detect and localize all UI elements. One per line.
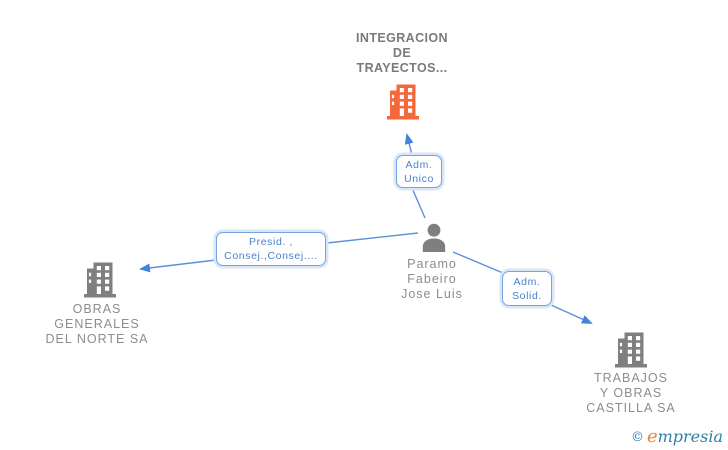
building-icon-trabajos-obras[interactable]	[614, 331, 648, 368]
edge-presid-box-to-left-company	[139, 259, 217, 273]
relationship-box-adm-solid: Adm. Solid.	[502, 271, 552, 306]
copyright-icon: ©	[630, 430, 644, 445]
edge-person-to-admsolid-box	[452, 251, 504, 274]
relationship-box-adm-unico: Adm. Unico	[396, 155, 442, 188]
edge-admsolid-box-to-right-company	[550, 304, 593, 324]
logo-text: mpresia	[657, 427, 723, 446]
edge-person-to-presid-box	[326, 232, 419, 244]
company-label-trabajos-obras[interactable]: TRABAJOS Y OBRAS CASTILLA SA	[586, 371, 676, 415]
company-label-obras-generales[interactable]: OBRAS GENERALES DEL NORTE SA	[45, 302, 149, 346]
company-label-integracion[interactable]: INTEGRACION DE TRAYECTOS...	[356, 31, 448, 75]
empresia-logo[interactable]: ©empresia	[631, 426, 723, 447]
building-icon-integracion[interactable]	[386, 83, 420, 120]
building-icon-obras-generales[interactable]	[83, 261, 117, 298]
edge-person-to-admunico-box	[411, 187, 426, 219]
person-icon-paramo-fabeiro[interactable]	[420, 223, 448, 252]
relationship-box-presid-consej: Presid. , Consej.,Consej....	[216, 232, 326, 266]
edge-admunico-box-to-root-company	[404, 133, 414, 156]
person-label-paramo-fabeiro[interactable]: Paramo Fabeiro Jose Luis	[401, 257, 463, 301]
logo-initial-letter: e	[646, 426, 658, 447]
